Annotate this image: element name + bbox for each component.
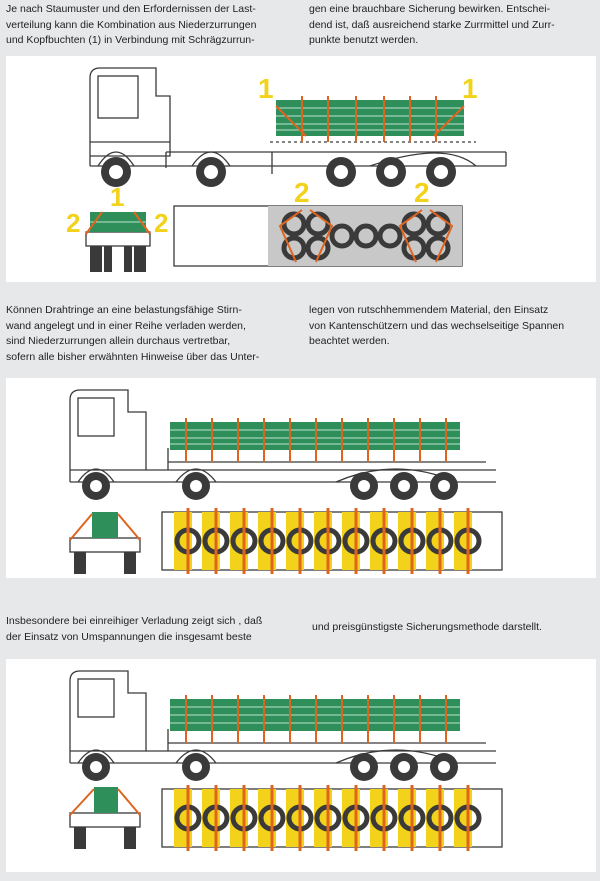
wheels-diagram-3 <box>82 753 458 781</box>
paragraph-1-left: Je nach Staumuster und den Erfordernisse… <box>6 3 257 46</box>
label-2-front-left: 2 <box>66 208 80 238</box>
diagram-headboard-lashing <box>6 378 596 578</box>
diagram-3-svg <box>69 670 503 851</box>
label-2-plan-left: 2 <box>294 177 310 208</box>
paragraph-3-right: und preisgünstigste Sicherungsmethode da… <box>312 621 542 633</box>
paragraph-1-right: gen eine brauchbare Sicherung bewirken. … <box>309 3 555 46</box>
plan-view-1 <box>173 205 463 267</box>
label-1-top-left: 1 <box>258 73 274 104</box>
plan-view-3 <box>161 785 503 851</box>
front-view-2 <box>69 512 141 574</box>
wheels-diagram-2 <box>82 472 458 500</box>
diagram-1-svg: 1 1 1 2 2 2 2 <box>66 67 507 272</box>
paragraph-3-left: Insbesondere bei einreihiger Verladung z… <box>6 615 263 643</box>
front-view-3 <box>69 787 141 849</box>
label-1-top-right: 1 <box>462 73 478 104</box>
diagram-2-svg <box>69 389 503 574</box>
plan-view-2 <box>161 508 503 574</box>
label-2-plan-right: 2 <box>414 177 430 208</box>
label-1-front: 1 <box>110 182 124 212</box>
front-view-1 <box>85 211 151 272</box>
diagram-loop-lashing <box>6 659 596 872</box>
wheels-diagram-1 <box>101 157 456 187</box>
paragraph-2-right: legen von rutschhemmendem Material, den … <box>309 304 565 347</box>
paragraph-2-left: Können Drahtringe an eine belastungsfähi… <box>6 304 260 363</box>
label-2-front-right: 2 <box>154 208 168 238</box>
cargo-stack-side-3 <box>170 695 460 743</box>
cargo-stack-side <box>275 96 465 142</box>
cargo-stack-side-2 <box>170 418 460 462</box>
diagram-tilted-lashing: 1 1 1 2 2 2 2 <box>6 56 596 282</box>
